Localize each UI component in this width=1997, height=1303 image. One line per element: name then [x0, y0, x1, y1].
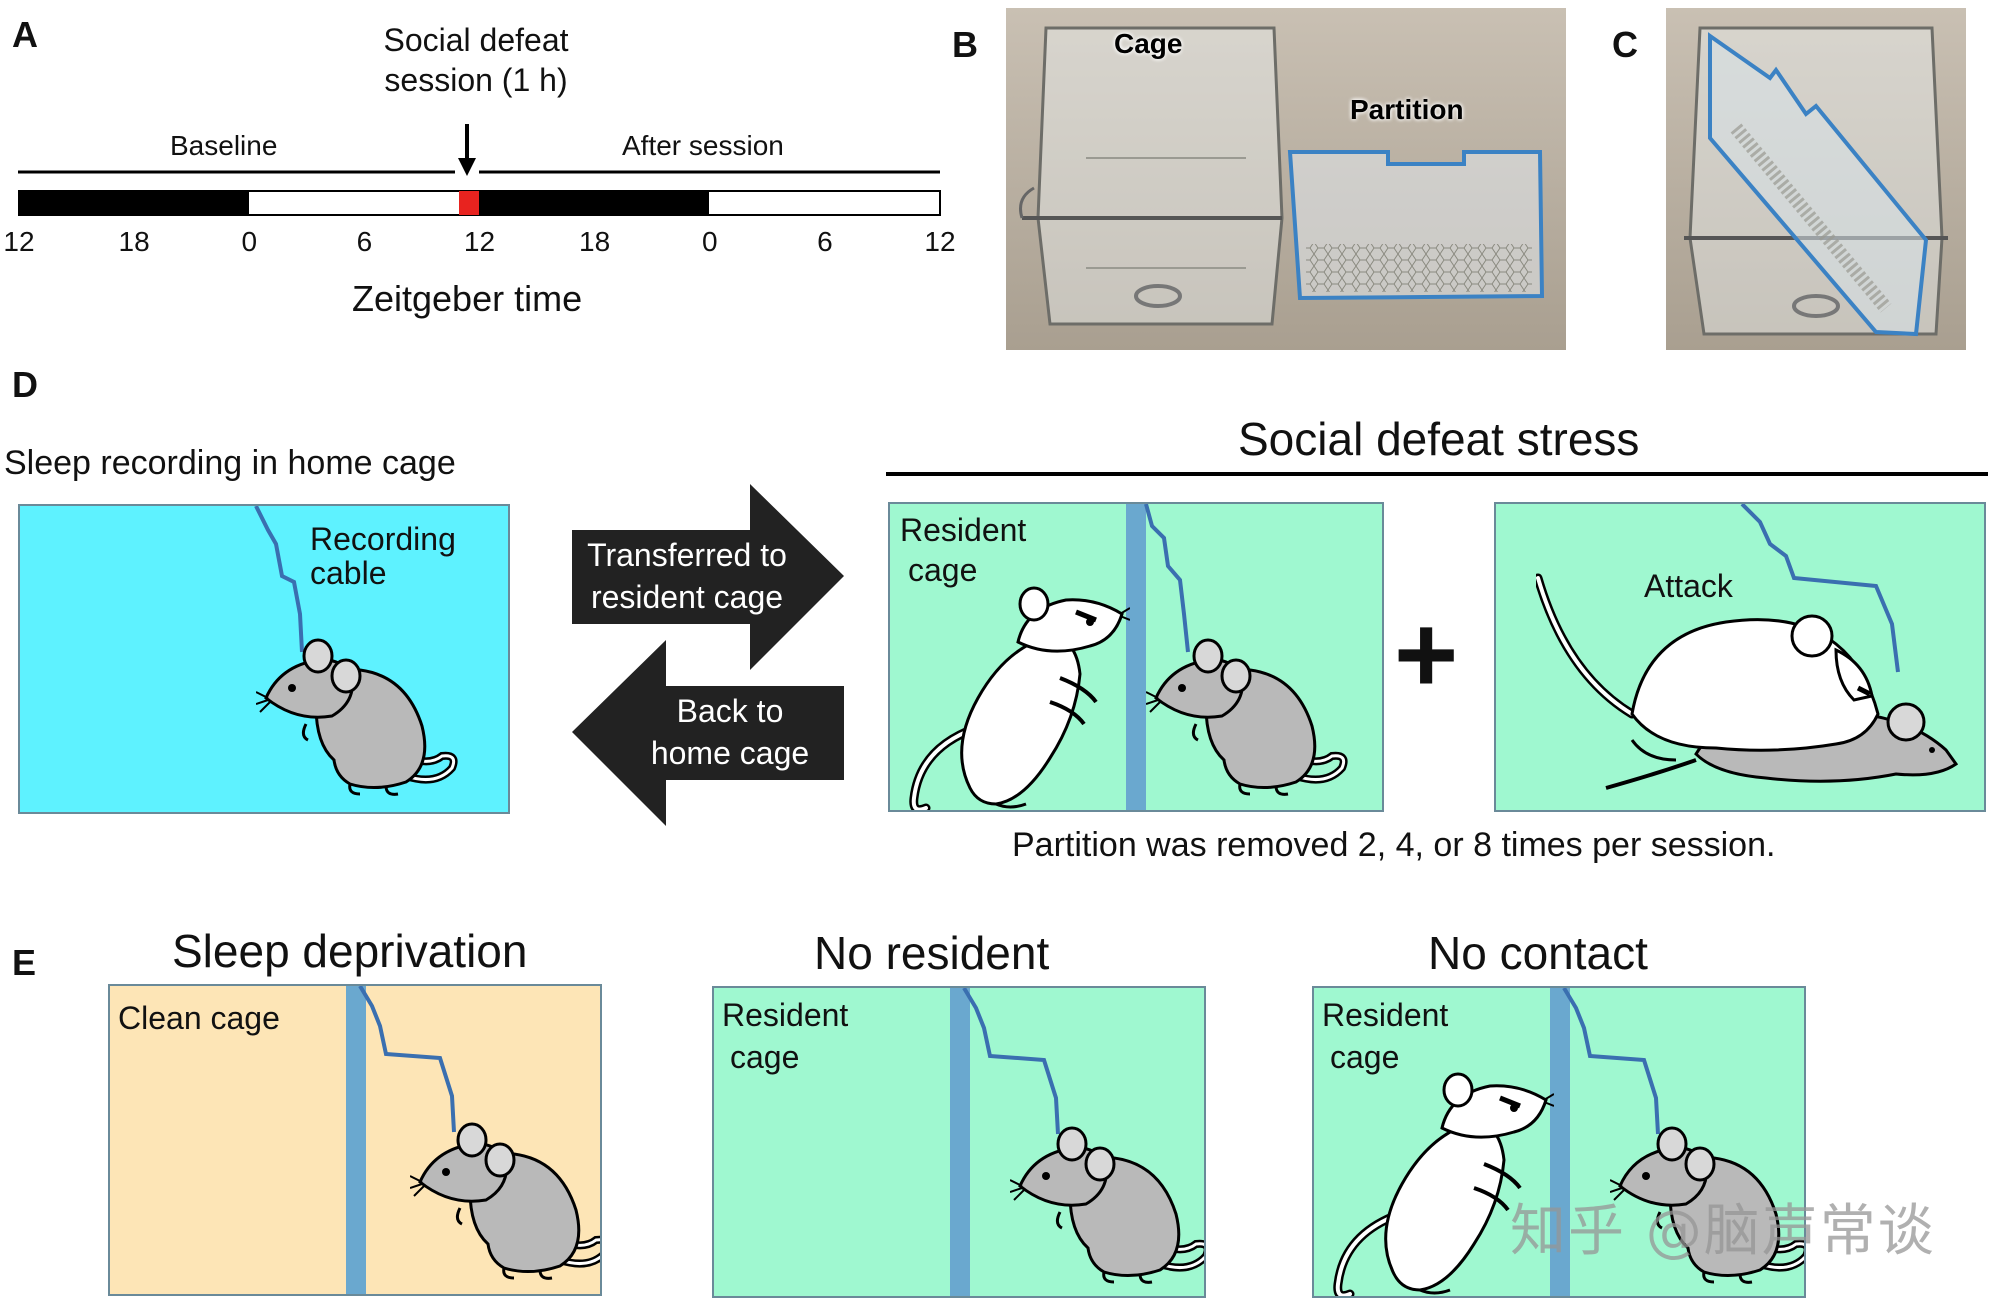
grey-mouse-icon — [410, 1122, 600, 1280]
partition-label: Partition — [1350, 94, 1464, 125]
cage-outline — [1036, 26, 1284, 326]
no-resident-title: No resident — [814, 927, 1050, 979]
dark-phase-1 — [19, 191, 249, 215]
resident-cage-with-partition: Resident cage — [888, 502, 1384, 812]
social-defeat-stress-title: Social defeat stress — [1238, 413, 1640, 465]
back-to-home-label: Back to home cage — [620, 690, 840, 774]
clean-cage-label: Clean cage — [118, 1000, 280, 1036]
tick-label: 6 — [356, 226, 373, 257]
resident-cage-label: Resident cage — [1322, 994, 1448, 1078]
social-defeat-stress-rule — [886, 472, 1988, 476]
no-resident-cage: Resident cage — [712, 986, 1206, 1298]
intruder-grey-mouse-icon — [1610, 1126, 1804, 1284]
diagonal-partition — [1708, 32, 1929, 337]
partition-removal-note: Partition was removed 2, 4, or 8 times p… — [1012, 826, 1776, 864]
clean-cage: Clean cage — [108, 984, 602, 1296]
panel-label-b: B — [952, 24, 978, 65]
resident-cage-label-line2: cage — [730, 1039, 800, 1075]
cage-with-partition-illustration — [1666, 8, 1966, 350]
tick-label: 6 — [817, 226, 833, 257]
after-session-label: After session — [622, 130, 784, 161]
watermark: 知乎 @脑声常谈 — [1510, 1199, 1936, 1264]
intruder-grey-mouse-icon — [1146, 638, 1348, 796]
recording-cable — [358, 986, 456, 1133]
resident-cage-label-line2: cage — [1330, 1039, 1400, 1075]
recording-cable-label-line1: Recording — [310, 521, 456, 557]
transfer-to-resident-label: Transferred to resident cage — [572, 534, 802, 618]
attack-scene-icon — [1536, 573, 1959, 790]
cage-partition — [950, 988, 970, 1296]
resident-white-mouse-icon — [1333, 1072, 1554, 1296]
recording-cable — [1144, 504, 1190, 653]
session-marker — [459, 191, 479, 215]
recording-cable — [1562, 988, 1660, 1135]
cage-partition — [346, 986, 366, 1294]
attack-label: Attack — [1644, 568, 1733, 604]
tick-label: 18 — [579, 226, 611, 257]
transfer-to-resident-arrow-icon — [572, 484, 844, 670]
cage-label: Cage — [1114, 28, 1183, 59]
recording-cable-label-line2: cable — [310, 555, 387, 591]
home-cage-title: Sleep recording in home cage — [4, 444, 456, 482]
zeitgeber-timeline — [18, 124, 941, 216]
resident-cage-label-line1: Resident — [722, 997, 849, 1033]
resident-cage-label-line2: cage — [908, 552, 978, 588]
session-label-line2: session (1 h) — [384, 62, 568, 98]
recording-cable-label: Recording cable — [310, 522, 456, 590]
cage-partition-photo: Cage Partition — [1006, 8, 1566, 350]
panel-label-c: C — [1612, 24, 1638, 65]
zeitgeber-axis-label: Zeitgeber time — [352, 278, 583, 319]
resident-cage-label-line1: Resident — [1322, 997, 1449, 1033]
recording-cable — [962, 988, 1060, 1135]
recording-cable — [254, 506, 304, 653]
back-label-line2: home cage — [650, 735, 810, 771]
grey-mouse-icon — [256, 638, 458, 796]
cage-partition — [1126, 504, 1146, 810]
attack-cage: Attack — [1494, 502, 1986, 812]
resident-cage-label: Resident cage — [722, 994, 848, 1078]
resident-white-mouse-icon — [909, 586, 1130, 810]
transfer-label-line1: Transferred to — [587, 537, 787, 573]
session-arrow-head — [458, 158, 476, 176]
session-label-line1: Social defeat — [383, 22, 569, 58]
tick-label: 0 — [701, 226, 718, 257]
back-label-line1: Back to — [676, 693, 784, 729]
session-label: Social defeat session (1 h) — [376, 20, 576, 100]
sleep-deprivation-title: Sleep deprivation — [172, 925, 528, 977]
home-cage: Recording cable — [18, 504, 510, 814]
resident-cage-label: Resident cage — [900, 510, 1026, 590]
panel-label-d: D — [12, 364, 38, 405]
tick-label: 12 — [463, 226, 496, 257]
tick-label: 12 — [924, 226, 956, 257]
tick-label: 18 — [118, 226, 150, 257]
panel-label-e: E — [12, 942, 37, 983]
dark-phase-2 — [479, 191, 709, 215]
no-contact-title: No contact — [1428, 927, 1648, 979]
resident-cage-label-line1: Resident — [900, 512, 1027, 548]
no-contact-cage: Resident cage — [1312, 986, 1806, 1298]
plus-sign: + — [1394, 593, 1459, 716]
recording-cable — [1740, 504, 1900, 673]
grey-mouse-icon — [1010, 1126, 1204, 1284]
cage-with-partition-photo — [1666, 8, 1966, 350]
back-to-home-arrow-icon — [572, 640, 844, 826]
tick-label: 12 — [3, 226, 35, 257]
transfer-label-line2: resident cage — [590, 579, 784, 615]
cage-partition — [1550, 988, 1570, 1296]
baseline-label: Baseline — [170, 130, 278, 161]
tick-label: 0 — [241, 226, 258, 257]
cage-partition-illustration — [1006, 8, 1566, 350]
panel-label-a: A — [12, 14, 38, 55]
